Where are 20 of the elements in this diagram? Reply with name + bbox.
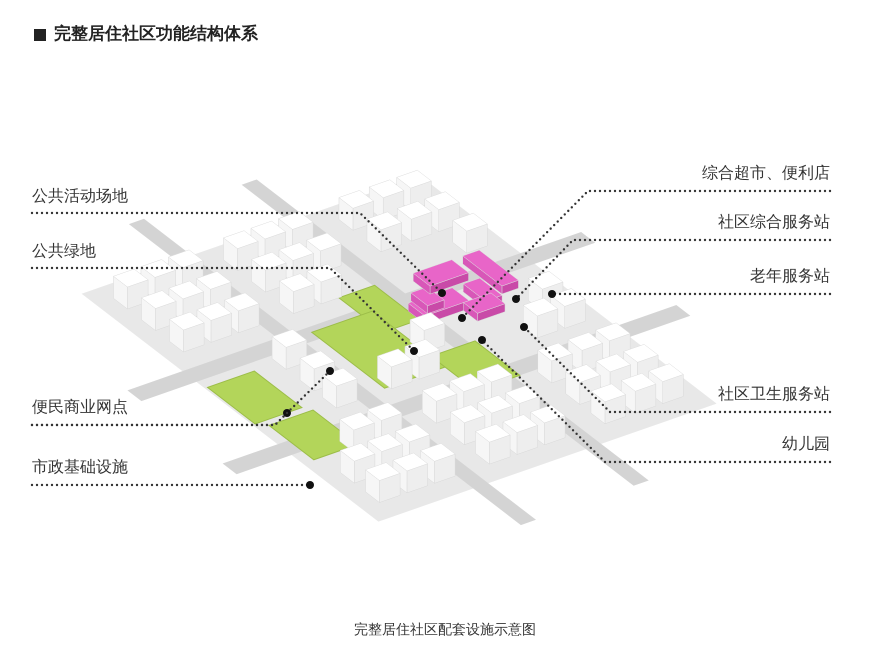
callout-label: 市政基础设施 bbox=[32, 457, 128, 477]
callout-label: 便民商业网点 bbox=[32, 397, 128, 417]
leader-line bbox=[30, 367, 334, 426]
callout-label: 幼儿园 bbox=[782, 434, 830, 454]
leader-line bbox=[512, 238, 832, 303]
leader-line bbox=[30, 266, 418, 355]
callout-label: 公共绿地 bbox=[32, 241, 96, 261]
callout-label: 综合超市、便利店 bbox=[702, 163, 830, 183]
leader-line bbox=[30, 481, 314, 489]
caption: 完整居住社区配套设施示意图 bbox=[354, 621, 536, 640]
leader-line bbox=[478, 336, 832, 464]
title: 完整居住社区功能结构体系 bbox=[54, 23, 258, 46]
leader-line bbox=[520, 323, 832, 414]
leader-line bbox=[458, 190, 832, 322]
callout-label: 老年服务站 bbox=[750, 266, 830, 286]
callout-label: 社区卫生服务站 bbox=[718, 384, 830, 404]
leader-line bbox=[30, 212, 446, 297]
leader-line bbox=[548, 290, 832, 298]
callout-label: 公共活动场地 bbox=[32, 186, 128, 206]
callout-label: 社区综合服务站 bbox=[718, 212, 830, 232]
